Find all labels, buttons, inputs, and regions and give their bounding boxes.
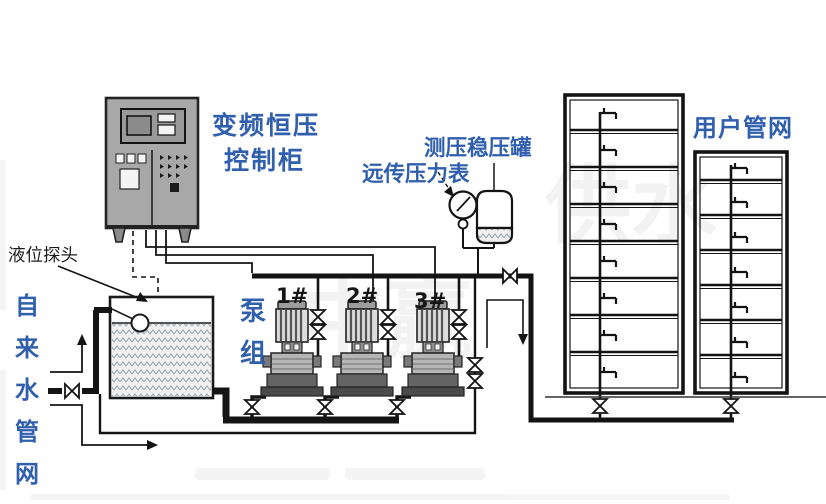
- float-arm: [111, 308, 134, 320]
- cabinet-display-screen: [126, 115, 152, 136]
- remote-gauge-label: 远传压力表: [362, 162, 470, 187]
- down-flow-arrowhead: [518, 334, 528, 345]
- cabinet-label-line1: 变频恒压: [212, 111, 320, 140]
- tank-water: [112, 324, 211, 396]
- pump2-id-label: 2#: [346, 284, 378, 308]
- pump-unit-1: [259, 278, 326, 398]
- level-probe-pointer: [57, 265, 148, 302]
- cabinet-indicators: [160, 155, 188, 192]
- pump-group-label-1: 泵: [240, 297, 266, 327]
- building1-valve-icon: [592, 398, 608, 414]
- building2-valve-icon: [723, 398, 739, 414]
- svg-text:供水: 供水: [545, 156, 718, 256]
- up-flow-arrowhead: [77, 334, 87, 345]
- cabinet-foot-right: [178, 227, 192, 243]
- tap-water-label-3: 水: [15, 376, 40, 404]
- bypass-pipe: [98, 278, 477, 435]
- wire-to-pump1: [165, 230, 253, 273]
- scan-smudges: [0, 160, 730, 500]
- pump-unit-2: [329, 278, 396, 398]
- inlet-valve-icon: [64, 383, 80, 399]
- pump-group-label-2: 组: [240, 338, 266, 369]
- municipal-inlet: [48, 307, 158, 450]
- remote-pressure-gauge: [448, 190, 478, 248]
- gauge-needle: [456, 196, 471, 212]
- surge-tank: [475, 163, 514, 248]
- tap-water-label-5: 网: [15, 460, 39, 488]
- pump3-id-label: 3#: [414, 289, 446, 313]
- tap-water-label-2: 来: [15, 334, 40, 362]
- pump1-suction-valve-icon: [244, 399, 260, 415]
- gauge-manifold-pipe: [463, 247, 494, 276]
- bypass-gate-valve-icon: [467, 373, 483, 389]
- outlet-valve-icon: [502, 268, 518, 284]
- water-tank: [108, 295, 215, 400]
- cabinet-foot-left: [112, 227, 126, 243]
- tap-water-label-1: 自: [15, 292, 39, 320]
- level-float: [130, 313, 150, 333]
- gauge-label-arrowhead: [444, 186, 454, 197]
- suction-header: [213, 387, 411, 424]
- surge-tank-label: 测压稳压罐: [424, 135, 532, 161]
- pump1-id-label: 1#: [276, 284, 308, 308]
- pump3-suction-valve-icon: [389, 399, 405, 415]
- user-network-label: 用户管网: [693, 114, 793, 142]
- cabinet-label-line2: 控制柜: [224, 146, 305, 175]
- tank-fill-pipe: [48, 307, 112, 394]
- cabinet-buttons: [115, 153, 147, 190]
- building-left: [563, 93, 685, 395]
- tap-water-label-4: 管: [15, 418, 39, 446]
- level-probe-label: 液位探头: [8, 246, 78, 266]
- control-cabinet: [104, 96, 200, 243]
- building-right: [693, 150, 789, 395]
- right-flow-arrowhead: [147, 440, 158, 450]
- wire-to-pump2: [155, 230, 374, 305]
- pump-unit-3: [400, 278, 467, 398]
- pump2-suction-valve-icon: [317, 399, 333, 415]
